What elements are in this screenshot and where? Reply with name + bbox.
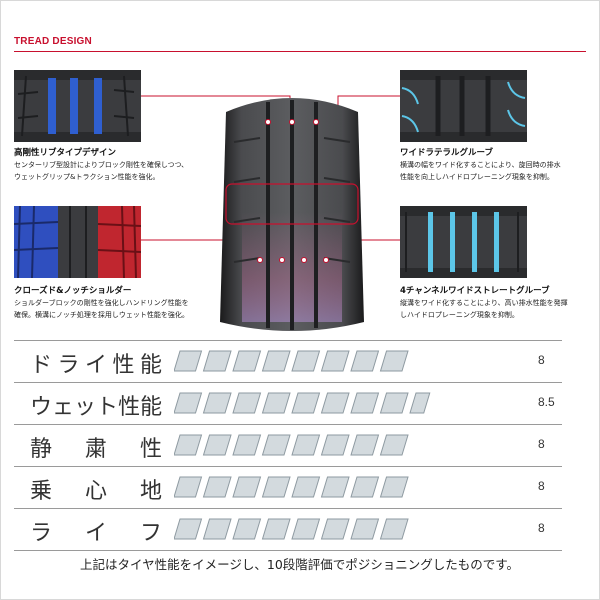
rating-segment xyxy=(232,350,262,372)
rating-segment xyxy=(350,434,380,456)
rating-divider xyxy=(14,382,562,383)
rating-segment xyxy=(202,476,232,498)
rating-segment xyxy=(291,476,321,498)
rating-segment xyxy=(379,476,409,498)
rating-segment xyxy=(291,434,321,456)
rating-segment xyxy=(261,392,291,414)
rating-segment xyxy=(291,518,321,540)
straight-feature-desc-line1: 縦溝をワイド化することにより、高い排水性能を発揮 xyxy=(400,299,568,307)
rating-segment xyxy=(174,518,203,540)
rating-segment xyxy=(202,392,232,414)
rating-value: 8 xyxy=(538,521,545,535)
rating-segment xyxy=(379,350,409,372)
rating-segment xyxy=(174,392,203,414)
rating-segment xyxy=(202,350,232,372)
rating-bar xyxy=(174,350,409,372)
rating-segment xyxy=(261,350,291,372)
rib-feature-title: 高剛性リブタイプデザイン xyxy=(14,148,117,158)
rating-segment xyxy=(174,476,203,498)
rating-segment xyxy=(350,392,380,414)
lateral-tread-image xyxy=(400,70,527,142)
rating-segment xyxy=(350,350,380,372)
rating-bar xyxy=(174,476,409,498)
straight-feature-title: 4チャンネルワイドストレートグルーブ xyxy=(400,286,550,296)
rating-value: 8 xyxy=(538,437,545,451)
rating-segment xyxy=(379,392,409,414)
rating-divider xyxy=(14,424,562,425)
section-rule xyxy=(14,51,586,52)
rating-bar xyxy=(174,392,431,414)
shoulder-feature-desc-line1: ショルダーブロックの剛性を強化しハンドリング性能を xyxy=(14,299,189,307)
rating-divider xyxy=(14,466,562,467)
shoulder-feature-desc-line2: 確保。横溝にノッチ処理を採用しウェット性能を強化。 xyxy=(14,311,189,319)
rating-segment xyxy=(232,518,262,540)
rating-segment xyxy=(350,476,380,498)
rating-segment xyxy=(409,392,431,414)
rating-segment xyxy=(350,518,380,540)
rating-segment xyxy=(291,392,321,414)
tire-image xyxy=(212,92,372,332)
rating-divider xyxy=(14,550,562,551)
shoulder-feature-title: クローズド&ノッチショルダー xyxy=(14,286,132,296)
rating-value: 8 xyxy=(538,479,545,493)
rating-label: 乗心地 xyxy=(30,479,162,504)
rating-label: ウェット性能 xyxy=(30,395,163,420)
rating-divider xyxy=(14,508,562,509)
straight-groove-image xyxy=(400,206,527,278)
rating-segment xyxy=(320,518,350,540)
rating-segment xyxy=(232,392,262,414)
rib-feature-desc-line2: ウェットグリップ&トラクション性能を強化。 xyxy=(14,173,160,181)
rating-value: 8.5 xyxy=(538,395,555,409)
rating-segment xyxy=(261,518,291,540)
lateral-feature-title: ワイドラテラルグルーブ xyxy=(400,148,493,158)
rating-segment xyxy=(232,434,262,456)
rating-segment xyxy=(379,434,409,456)
rating-segment xyxy=(232,476,262,498)
rating-segment xyxy=(320,476,350,498)
rib-feature-desc-line1: センターリブ型設計によりブロック剛性を確保しつつ、 xyxy=(14,161,189,169)
rating-segment xyxy=(174,434,203,456)
rating-value: 8 xyxy=(538,353,545,367)
rib-tread-image xyxy=(14,70,141,142)
rating-segment xyxy=(379,518,409,540)
rating-bar xyxy=(174,518,409,540)
rating-label: ライフ xyxy=(30,521,162,546)
rating-segment xyxy=(202,518,232,540)
rating-divider xyxy=(14,340,562,341)
rating-segment xyxy=(320,392,350,414)
rating-segment xyxy=(320,350,350,372)
rating-label: ドライ性能 xyxy=(30,353,162,378)
lateral-feature-desc-line2: 性能を向上しハイドロプレーニング現象を抑制。 xyxy=(400,173,554,181)
rating-bar xyxy=(174,434,409,456)
rating-segment xyxy=(174,350,203,372)
rating-segment xyxy=(261,476,291,498)
rating-segment xyxy=(202,434,232,456)
straight-feature-desc-line2: しハイドロプレーニング現象を抑制。 xyxy=(400,311,519,319)
footnote: 上記はタイヤ性能をイメージし、10段階評価でポジショニングしたものです。 xyxy=(80,557,520,572)
lateral-feature-desc-line1: 横溝の幅をワイド化することにより、旋回時の排水 xyxy=(400,161,561,169)
rating-label: 静粛性 xyxy=(30,437,162,462)
rating-segment xyxy=(320,434,350,456)
shoulder-tread-image xyxy=(14,206,141,278)
section-title: TREAD DESIGN xyxy=(14,36,92,47)
rating-segment xyxy=(261,434,291,456)
rating-segment xyxy=(291,350,321,372)
